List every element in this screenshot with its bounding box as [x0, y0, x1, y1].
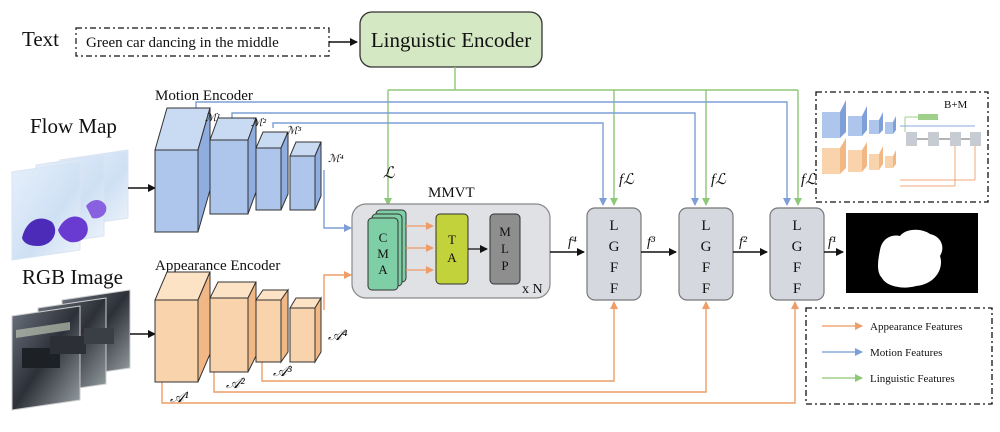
- flow-map-label: Flow Map: [30, 114, 117, 138]
- text-input-label: Text: [22, 27, 59, 51]
- appearance-encoder-label: Appearance Encoder: [155, 258, 280, 274]
- inset-appearance-blocks: [822, 138, 896, 174]
- cma-letter-a: A: [378, 262, 388, 277]
- cma-ta-arrows: [406, 222, 434, 274]
- mmvt-repeat: x N: [522, 282, 543, 297]
- lgff1-letter-l: L: [609, 218, 618, 234]
- feature-f1: f¹: [828, 235, 836, 250]
- appearance-feature-lines: [161, 271, 799, 404]
- cma-letter-c: C: [379, 230, 388, 245]
- appearance-encoder-blocks: [154, 271, 322, 383]
- lgff3-letter-f1: F: [793, 260, 801, 276]
- motion-feature-m2: ℳ²: [251, 117, 267, 129]
- appearance-feature-a4: 𝒜⁴: [328, 328, 347, 344]
- flow-map-stack: [11, 149, 129, 261]
- feature-f3: f³: [647, 235, 656, 250]
- lgff2-text-feature: fℒ: [711, 172, 727, 188]
- lgff2-letter-f2: F: [702, 281, 710, 297]
- ta-block: [435, 213, 469, 285]
- lgff3-letter-f2: F: [793, 281, 801, 297]
- feature-f2: f²: [739, 235, 748, 250]
- legend-motion-label: Motion Features: [870, 347, 942, 359]
- output-mask: [846, 213, 978, 293]
- cma-block: C M A: [367, 209, 407, 291]
- appearance-feature-a3: 𝒜³: [273, 364, 292, 380]
- lgff3-letter-g: G: [792, 239, 803, 255]
- rgb-image-label: RGB Image: [22, 265, 123, 289]
- motion-feature-m3: ℳ³: [286, 125, 302, 137]
- motion-feature-lines: [195, 101, 791, 232]
- lgff1-letter-g: G: [609, 239, 620, 255]
- linguistic-feature-lines: [384, 67, 802, 206]
- mlp-letter-p: P: [501, 258, 508, 273]
- lgff1-text-feature: fℒ: [619, 172, 635, 188]
- mlp-letter-m: M: [499, 224, 511, 239]
- motion-encoder-blocks: [154, 106, 322, 234]
- mlp-letter-l: L: [501, 241, 509, 256]
- linguistic-symbol: ℒ: [383, 165, 395, 182]
- lgff-block-1: L G F F: [586, 207, 642, 301]
- appearance-feature-a1: 𝒜¹: [170, 390, 189, 406]
- inset-label: B+M: [944, 99, 968, 111]
- motion-feature-m1: ℳ¹: [205, 112, 220, 124]
- lgff2-letter-l: L: [701, 218, 710, 234]
- inset-lgff-chain: [900, 114, 981, 187]
- inset-motion-blocks: [822, 100, 896, 138]
- feature-f4: f⁴: [568, 235, 577, 250]
- legend-box: [805, 307, 993, 405]
- ta-letter-t: T: [448, 232, 456, 247]
- lgff2-letter-f1: F: [702, 260, 710, 276]
- mmvt-title: MMVT: [428, 185, 475, 201]
- legend-linguistic-label: Linguistic Features: [870, 373, 955, 385]
- lgff1-letter-f2: F: [610, 281, 618, 297]
- lgff2-letter-g: G: [701, 239, 712, 255]
- appearance-feature-a2: 𝒜²: [226, 376, 245, 392]
- cma-letter-m: M: [377, 246, 389, 261]
- lgff1-letter-f1: F: [610, 260, 618, 276]
- motion-encoder-label: Motion Encoder: [155, 88, 253, 104]
- rgb-image-stack: [11, 289, 131, 411]
- lgff-block-3: L G F F: [769, 207, 825, 301]
- motion-feature-m4: ℳ⁴: [328, 153, 344, 165]
- linguistic-encoder-label: Linguistic Encoder: [371, 28, 531, 52]
- mlp-block: [489, 213, 521, 285]
- text-prompt: Green car dancing in the middle: [86, 35, 279, 51]
- legend-appearance-label: Appearance Features: [870, 321, 963, 333]
- text-prompt-box: [75, 27, 330, 57]
- ta-letter-a: A: [447, 250, 457, 265]
- linguistic-encoder-box: [359, 11, 543, 68]
- lgff-block-2: L G F F: [678, 207, 734, 301]
- lgff3-letter-l: L: [792, 218, 801, 234]
- lgff3-text-feature: fℒ: [801, 172, 817, 188]
